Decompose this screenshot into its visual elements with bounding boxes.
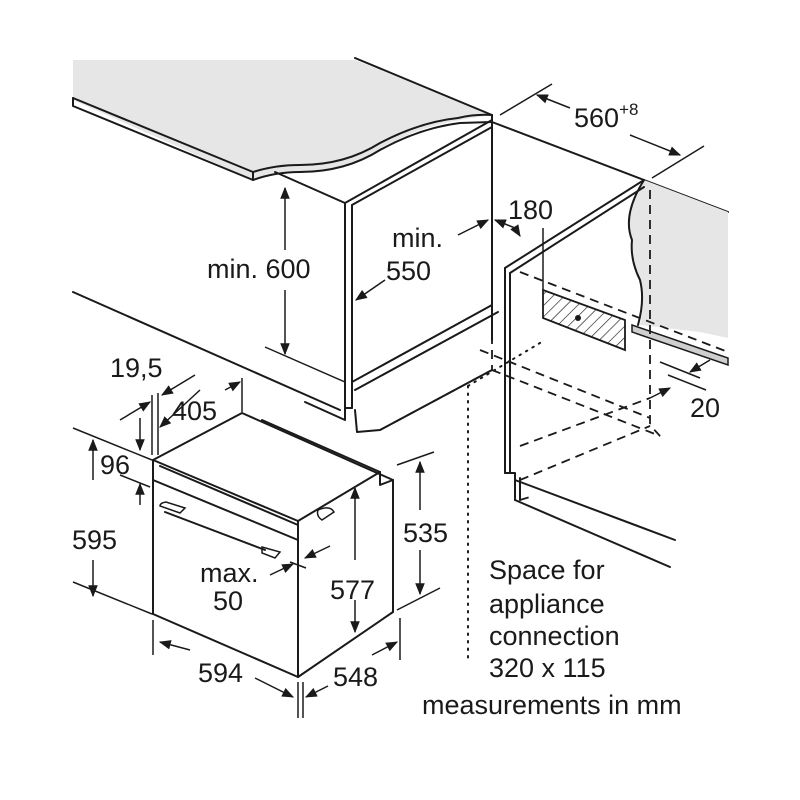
- label-space-line4: 320 x 115: [489, 653, 606, 683]
- dim-control-panel: [119, 418, 151, 505]
- dim-back-gap: [649, 359, 711, 399]
- label-min-height: min. 600: [207, 254, 311, 284]
- oven: [152, 412, 394, 678]
- dim-oven-height: [72, 427, 153, 615]
- label-body-height: 535: [403, 518, 449, 548]
- label-panel-depth: 405: [172, 396, 218, 426]
- label-niche-width-tolerance: +8: [619, 100, 639, 119]
- dim-connection-offset: [493, 219, 544, 290]
- dim-oven-depth: [302, 618, 401, 718]
- label-control-panel-height: 96: [100, 450, 131, 480]
- label-oven-height: 595: [72, 525, 118, 555]
- connection-dotted-path: [467, 339, 546, 661]
- dim-oven-width: [152, 620, 299, 718]
- dim-min-depth-arrow-b: [355, 279, 386, 301]
- right-cabinet-panel: [504, 179, 729, 568]
- label-top-offset: 19,5: [110, 353, 163, 383]
- units-note: measurements in mm: [422, 690, 682, 720]
- label-oven-width: 594: [198, 658, 244, 688]
- worktop: [72, 57, 493, 181]
- dim-niche-width: [499, 83, 705, 179]
- label-min-depth-line1: min.: [392, 223, 444, 253]
- label-door-height: 577: [330, 575, 376, 605]
- dim-top-offset: [119, 374, 196, 455]
- dim-panel-depth: [159, 378, 243, 428]
- label-max-line2: 50: [213, 586, 244, 616]
- label-space-line1: Space for: [489, 555, 605, 585]
- label-connection-offset: 180: [508, 195, 554, 225]
- dim-min-depth-arrow-a: [457, 219, 490, 236]
- label-min-depth-line2: 550: [386, 256, 432, 286]
- label-max-line1: max.: [200, 558, 259, 588]
- hidden-niche-outline: [379, 190, 729, 501]
- label-back-gap: 20: [690, 393, 721, 423]
- connection-box: [542, 288, 626, 352]
- label-niche-width-main: 560: [574, 103, 620, 133]
- dim-max-gap: [269, 545, 331, 576]
- label-oven-depth: 548: [333, 662, 379, 692]
- label-space-line3: connection: [489, 621, 620, 651]
- base-line: [72, 291, 341, 411]
- dim-body-height: [396, 451, 441, 611]
- label-niche-width: 560+8: [574, 101, 638, 133]
- label-space-line2: appliance: [489, 589, 605, 619]
- min-height-extension: [264, 346, 346, 383]
